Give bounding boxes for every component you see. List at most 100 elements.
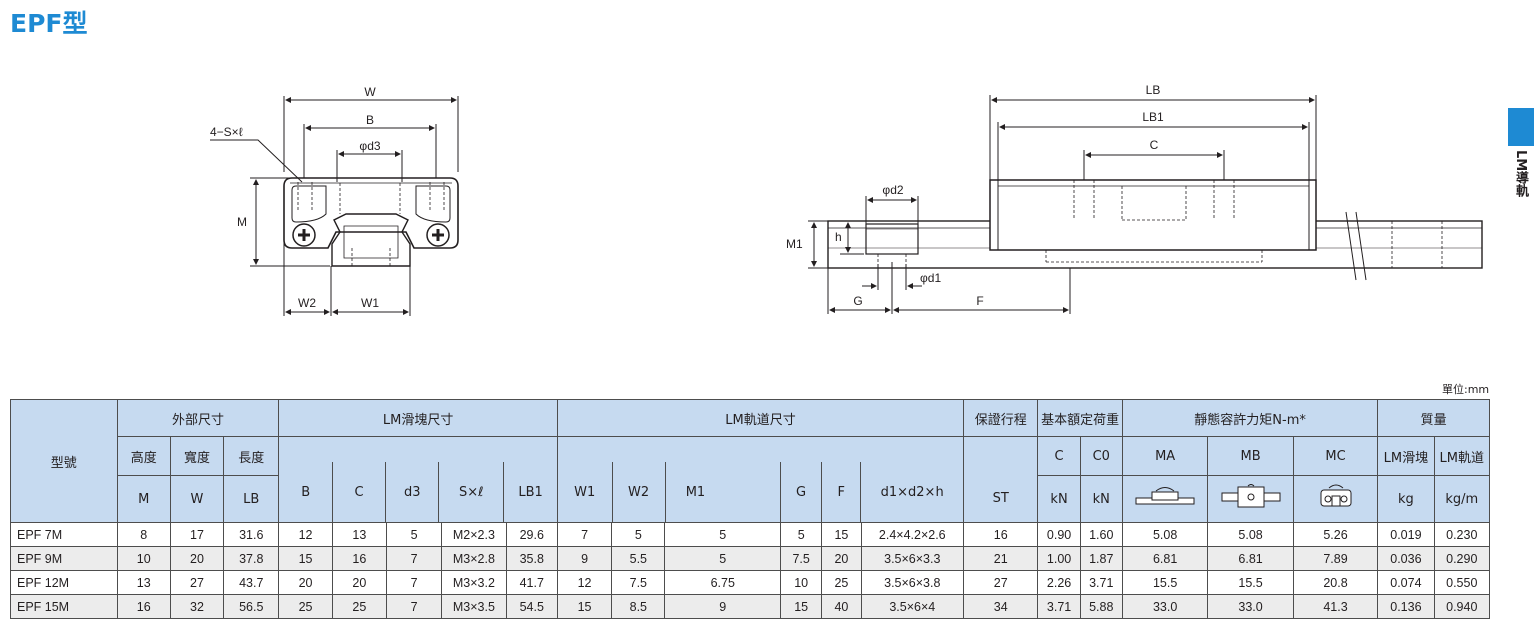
- table-cell: 41.7: [505, 570, 558, 595]
- table-cell: 15: [278, 546, 333, 571]
- sym-F: F: [821, 462, 862, 522]
- sym-M: M: [116, 475, 171, 523]
- table-cell: 5.26: [1292, 522, 1379, 547]
- table-cell: 43.7: [223, 570, 280, 595]
- group-seal: 保證行程: [963, 399, 1039, 437]
- table-cell: 20: [169, 546, 225, 571]
- dim-W-label: W: [364, 85, 376, 99]
- table-cell: 5: [385, 522, 443, 547]
- table-cell: 7: [385, 546, 443, 571]
- group-outer: 外部尺寸: [116, 399, 280, 437]
- sym-LB: LB: [223, 475, 280, 523]
- table-cell: 7: [385, 570, 443, 595]
- table-cell: 15: [556, 594, 613, 619]
- side-view-drawing: [808, 95, 1483, 314]
- table-cell: 20: [278, 570, 333, 595]
- sub-length: 長度: [223, 436, 280, 476]
- sym-C0: C0: [1079, 436, 1123, 476]
- dim-d2-label: φd2: [882, 183, 903, 197]
- table-cell: 25: [331, 594, 387, 619]
- sym-SL: S×ℓ: [438, 462, 505, 522]
- table-cell: 7: [385, 594, 443, 619]
- table-cell: 0.019: [1377, 522, 1435, 547]
- sub-height: 高度: [116, 436, 171, 476]
- table-cell: 5.08: [1207, 522, 1294, 547]
- dim-LB1-label: LB1: [1142, 110, 1164, 124]
- moment-MA-icon: [1121, 475, 1209, 523]
- dim-LB-label: LB: [1146, 83, 1161, 97]
- table-cell: 12: [278, 522, 333, 547]
- moment-MC-icon: [1292, 475, 1379, 523]
- rail-symbols-cell: W1 W2 M1 G F d1×d2×h: [556, 436, 965, 523]
- table-cell: 5: [664, 546, 782, 571]
- model-cell: EPF 15M: [10, 594, 118, 619]
- technical-drawings: W B φd3 4−S×ℓ M W2 W1: [210, 83, 1483, 316]
- table-cell: 6.81: [1207, 546, 1294, 571]
- table-cell: 20.8: [1292, 570, 1379, 595]
- table-cell: 1.00: [1037, 546, 1081, 571]
- table-cell: 13: [331, 522, 387, 547]
- table-cell: 1.60: [1079, 522, 1123, 547]
- table-cell: 0.136: [1377, 594, 1435, 619]
- table-cell: 7.5: [611, 570, 666, 595]
- sym-G: G: [780, 462, 823, 522]
- table-cell: 16: [331, 546, 387, 571]
- table-cell: 8: [116, 522, 171, 547]
- table-cell: 2.26: [1037, 570, 1081, 595]
- table-cell: 15.5: [1207, 570, 1294, 595]
- table-cell: 5.08: [1121, 522, 1209, 547]
- group-moment: 靜態容許力矩N-m*: [1121, 399, 1379, 437]
- table-cell: M2×2.3: [441, 522, 507, 547]
- sym-B: B: [279, 462, 334, 522]
- dim-W1-label: W1: [361, 296, 379, 310]
- spec-table: 型號 外部尺寸 LM滑塊尺寸 LM軌道尺寸 保證行程 基本額定荷重 靜態容許力矩…: [10, 399, 1491, 619]
- table-cell: 1.87: [1079, 546, 1123, 571]
- table-cell: 0.550: [1433, 570, 1491, 595]
- sym-W2: W2: [612, 462, 666, 522]
- table-cell: 33.0: [1121, 594, 1209, 619]
- table-cell: 27: [963, 570, 1039, 595]
- table-cell: 37.8: [223, 546, 280, 571]
- unit-kg: kg: [1377, 475, 1435, 523]
- table-cell: 31.6: [223, 522, 280, 547]
- table-cell: 6.81: [1121, 546, 1209, 571]
- table-cell: 16: [963, 522, 1039, 547]
- table-cell: 3.71: [1079, 570, 1123, 595]
- end-view-drawing: [210, 96, 459, 316]
- side-tab-label: LM導軌: [1513, 150, 1528, 198]
- sym-d1d2h: d1×d2×h: [860, 462, 964, 522]
- table-cell: 16: [116, 594, 171, 619]
- table-cell: 21: [963, 546, 1039, 571]
- table-cell: 0.90: [1037, 522, 1081, 547]
- table-cell: 5.5: [611, 546, 666, 571]
- table-cell: 8.5: [611, 594, 666, 619]
- sym-ST: ST: [963, 436, 1039, 523]
- table-cell: 27: [169, 570, 225, 595]
- table-cell: 7: [556, 522, 613, 547]
- table-cell: 3.5×6×3.3: [860, 546, 965, 571]
- unit-kN-C0: kN: [1079, 475, 1123, 523]
- sym-M1: M1: [665, 462, 782, 522]
- table-cell: 10: [116, 546, 171, 571]
- sym-W1: W1: [557, 462, 613, 522]
- table-cell: 35.8: [505, 546, 558, 571]
- group-load: 基本額定荷重: [1037, 399, 1123, 437]
- table-cell: 20: [331, 570, 387, 595]
- table-cell: 7.89: [1292, 546, 1379, 571]
- table-cell: 3.71: [1037, 594, 1081, 619]
- table-cell: 17: [169, 522, 225, 547]
- table-cell: 29.6: [505, 522, 558, 547]
- model-cell: EPF 7M: [10, 522, 118, 547]
- table-cell: 5: [611, 522, 666, 547]
- unit-kN-C: kN: [1037, 475, 1081, 523]
- table-cell: 10: [780, 570, 823, 595]
- block-symbols-cell: B C d3 S×ℓ LB1: [278, 436, 558, 523]
- dim-d1-label: φd1: [920, 271, 941, 285]
- sym-C: C: [332, 462, 387, 522]
- sym-MA: MA: [1121, 436, 1209, 476]
- sub-mass-rail: LM軌道: [1433, 436, 1491, 476]
